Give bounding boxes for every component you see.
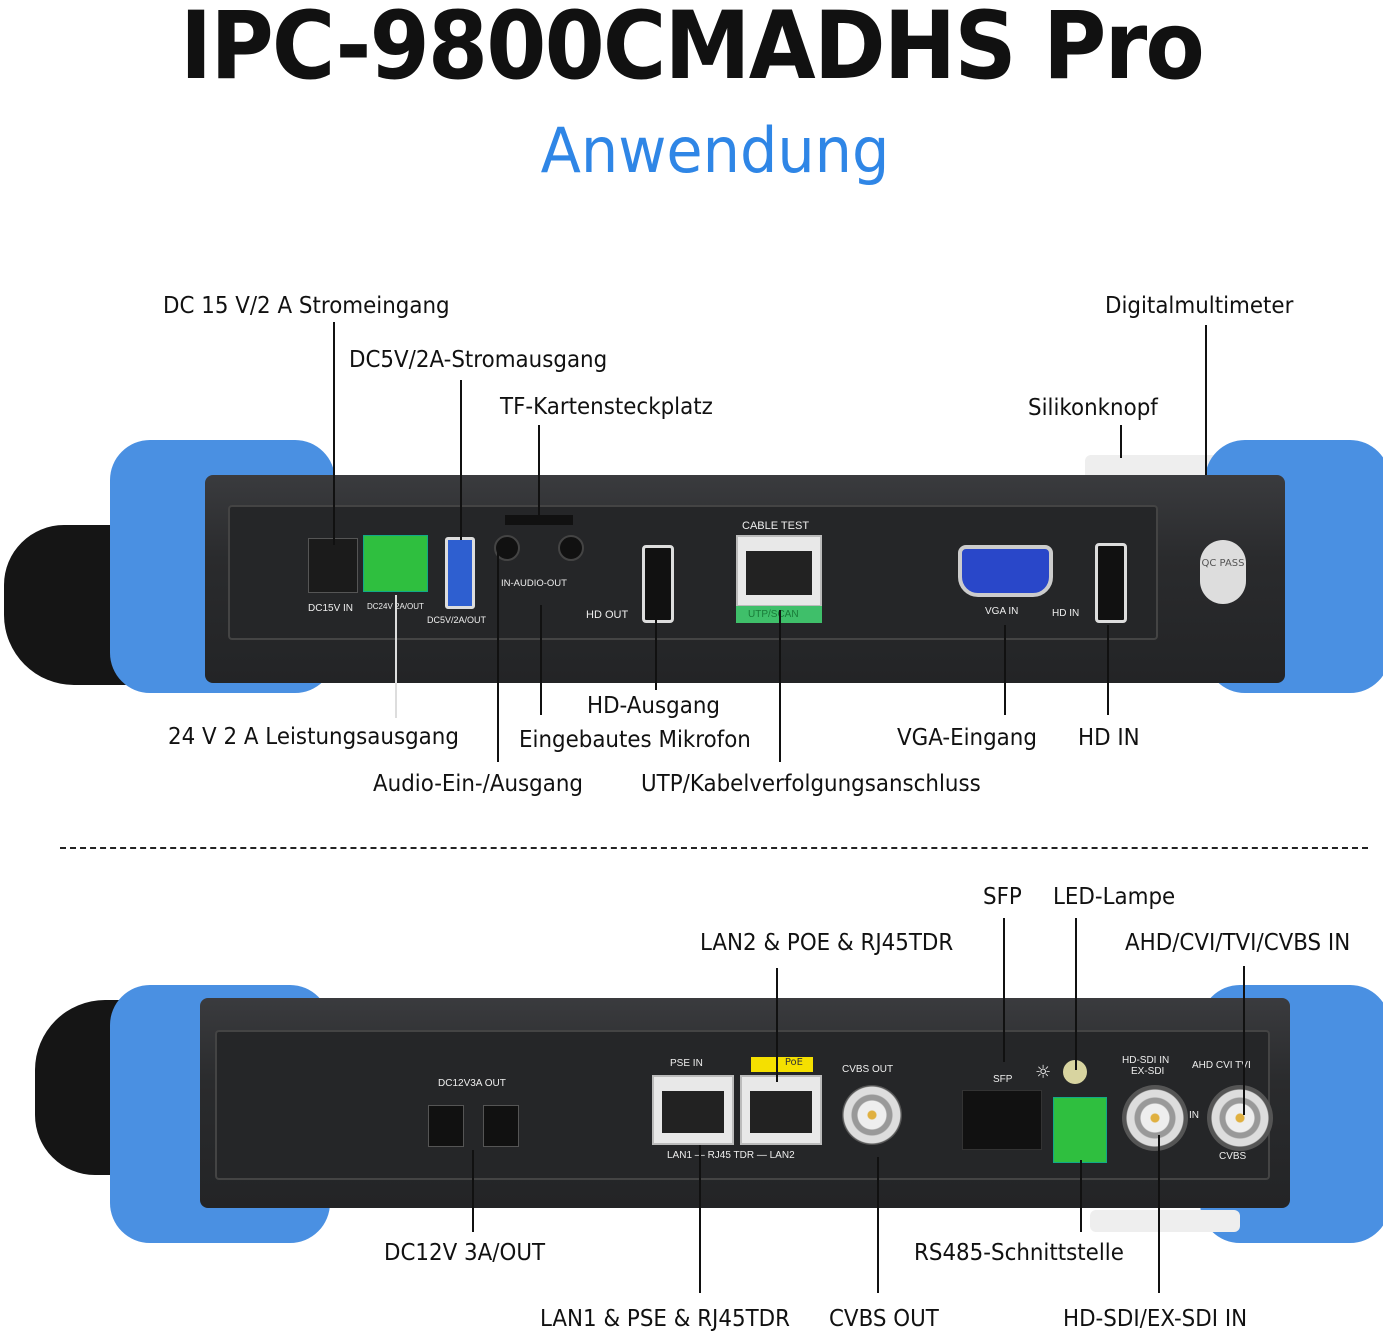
- dc5v-label: DC5V/2A/OUT: [427, 615, 487, 625]
- utp-port: [736, 535, 822, 607]
- silicone-cover: [1090, 1210, 1240, 1232]
- label-hd-in: HD IN: [1078, 725, 1140, 751]
- hdmi-in-port: [1095, 543, 1127, 623]
- lan-row-label: LAN1 — RJ45 TDR — LAN2: [667, 1150, 795, 1161]
- dc15v-label: DC15V IN: [308, 603, 354, 614]
- leader-line: [1003, 918, 1005, 1062]
- leader-line: [1107, 625, 1109, 715]
- leader-line: [538, 425, 540, 520]
- cvbs-label: CVBS: [1219, 1151, 1247, 1162]
- label-lan2: LAN2 & POE & RJ45TDR: [700, 930, 954, 956]
- label-hd-out: HD-Ausgang: [587, 693, 720, 719]
- leader-line: [1080, 1160, 1082, 1232]
- leader-line: [497, 550, 499, 762]
- qc-pass-sticker: QC PASS: [1200, 540, 1246, 604]
- vga-port: [958, 545, 1053, 597]
- label-led: LED-Lampe: [1053, 884, 1176, 910]
- utp-scan-label: UTP/SCAN: [748, 609, 799, 620]
- audio-label: IN-AUDIO-OUT: [501, 578, 567, 589]
- led-lamp-icon: ☼: [1035, 1062, 1052, 1083]
- pse-in-label: PSE IN: [670, 1058, 703, 1069]
- label-24v-out: 24 V 2 A Leistungsausgang: [168, 724, 459, 750]
- leader-line: [395, 595, 397, 718]
- label-utp: UTP/Kabelverfolgungsanschluss: [641, 771, 981, 797]
- ahd-label: AHD CVI TVI: [1192, 1060, 1251, 1071]
- label-sfp: SFP: [983, 884, 1022, 910]
- poe-badge: PoE: [751, 1057, 813, 1072]
- cable-test-label: CABLE TEST: [742, 520, 810, 532]
- sfp-label: SFP: [993, 1074, 1013, 1085]
- lan1-port: [652, 1075, 734, 1145]
- tf-card-slot: [505, 515, 573, 525]
- leader-line: [779, 610, 781, 762]
- label-dc5-out: DC5V/2A-Stromausgang: [349, 347, 608, 373]
- leader-line: [699, 1145, 701, 1293]
- dc24v-terminal: [363, 535, 428, 592]
- lan2-port: [740, 1075, 822, 1145]
- label-mic: Eingebautes Mikrofon: [519, 727, 751, 753]
- leader-line: [1120, 425, 1122, 458]
- vga-label: VGA IN: [985, 606, 1019, 617]
- leader-line: [1004, 625, 1006, 715]
- dc12v-jack-1: [428, 1105, 464, 1147]
- sdi-bnc: [1122, 1085, 1188, 1151]
- label-dc15-in: DC 15 V/2 A Stromeingang: [163, 293, 450, 319]
- hdmi-out-port: [642, 545, 674, 623]
- leader-line: [1205, 325, 1207, 475]
- dc12v-label: DC12V3A OUT: [438, 1078, 506, 1089]
- subtitle: Anwendung: [540, 114, 890, 187]
- hd-out-label: HD OUT: [586, 609, 629, 621]
- label-multimeter: Digitalmultimeter: [1105, 293, 1294, 319]
- label-ahd: AHD/CVI/TVI/CVBS IN: [1125, 930, 1351, 956]
- rs485-terminal: [1053, 1097, 1107, 1163]
- leader-line: [1158, 1135, 1160, 1293]
- ahd-bnc: [1207, 1085, 1273, 1151]
- usb-port: [445, 537, 475, 609]
- label-sdi: HD-SDI/EX-SDI IN: [1063, 1306, 1248, 1332]
- leader-line: [877, 1157, 879, 1293]
- label-rs485: RS485-Schnittstelle: [914, 1240, 1124, 1266]
- label-cvbs-out: CVBS OUT: [829, 1306, 939, 1332]
- dc15v-jack: [308, 538, 358, 593]
- page-title: IPC-9800CMADHS Pro: [180, 0, 1205, 101]
- hd-in-label: HD IN: [1052, 608, 1080, 619]
- divider: [60, 847, 1368, 849]
- exsdi-label: EX-SDI: [1131, 1066, 1165, 1077]
- leader-line: [472, 1150, 474, 1232]
- in-label: IN: [1189, 1110, 1199, 1121]
- leader-line: [776, 968, 778, 1082]
- label-tf-slot: TF-Kartensteckplatz: [500, 394, 713, 420]
- leader-line: [1243, 966, 1245, 1115]
- audio-out-jack: [558, 535, 584, 561]
- leader-line: [1075, 918, 1077, 1070]
- leader-line: [333, 322, 335, 545]
- leader-line: [540, 605, 542, 715]
- sfp-port: [962, 1090, 1042, 1150]
- cvbs-out-bnc: [842, 1085, 902, 1145]
- leader-line: [655, 620, 657, 690]
- label-vga: VGA-Eingang: [897, 725, 1037, 751]
- label-silicone: Silikonknopf: [1028, 395, 1158, 421]
- cvbs-out-label: CVBS OUT: [842, 1064, 894, 1075]
- label-audio: Audio-Ein-/Ausgang: [373, 771, 584, 797]
- label-lan1: LAN1 & PSE & RJ45TDR: [540, 1306, 790, 1332]
- hdsdi-label: HD-SDI IN: [1122, 1055, 1170, 1066]
- label-dc12: DC12V 3A/OUT: [384, 1240, 546, 1266]
- leader-line: [460, 380, 462, 540]
- dc12v-jack-2: [483, 1105, 519, 1147]
